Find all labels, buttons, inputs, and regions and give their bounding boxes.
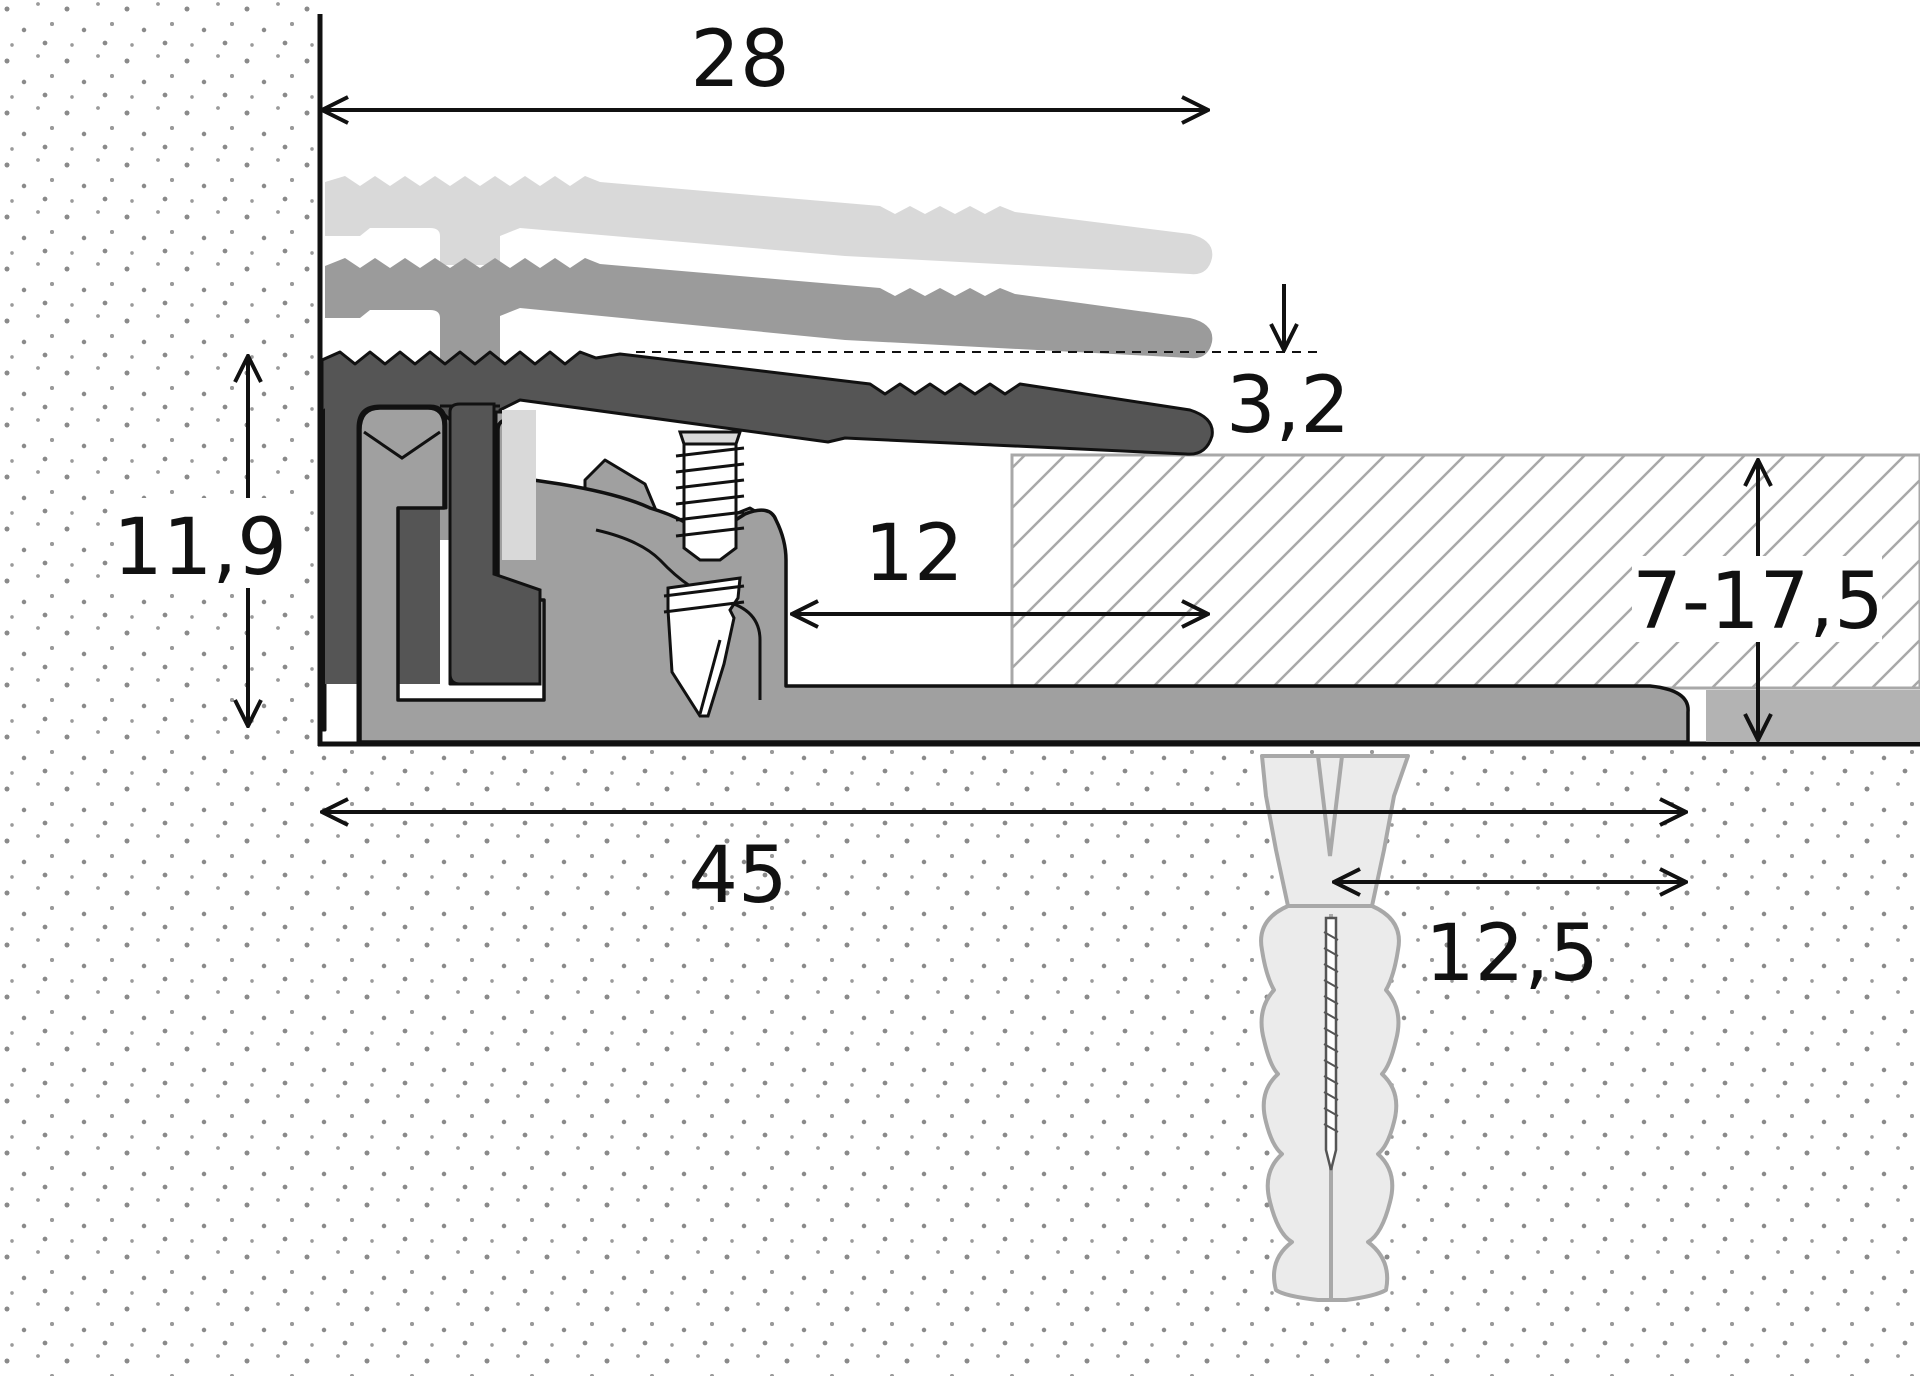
cover-t-leg (448, 402, 542, 686)
wall-plug-icon (1259, 754, 1410, 1302)
cover-profile-medium (325, 258, 1213, 540)
dimension-top-width: 28 (322, 15, 1208, 110)
left-edge-dots (0, 0, 320, 1376)
dimension-floor-thickness: 7-17,5 (1632, 460, 1884, 740)
cover-t-leg-highlight (502, 410, 536, 560)
dim-label-12: 12 (864, 509, 963, 599)
dimension-anchor-offset: 12,5 (1334, 882, 1686, 999)
dim-label-7-17-5: 7-17,5 (1632, 557, 1883, 647)
dim-label-12-5: 12,5 (1425, 909, 1599, 999)
dimension-base-width: 45 (322, 812, 1686, 921)
dim-label-3-2: 3,2 (1226, 361, 1350, 451)
screw-icon (663, 430, 745, 718)
dim-label-28: 28 (690, 15, 789, 105)
dimension-lip-gap: 3,2 (1226, 284, 1350, 451)
dim-label-45: 45 (688, 831, 787, 921)
dim-label-11-9: 11,9 (113, 503, 287, 593)
below-floor-dots (320, 742, 1920, 1376)
cover-profile-light (325, 176, 1213, 275)
dimension-overlap: 12 (792, 509, 1208, 614)
dimension-height: 11,9 (113, 356, 294, 726)
